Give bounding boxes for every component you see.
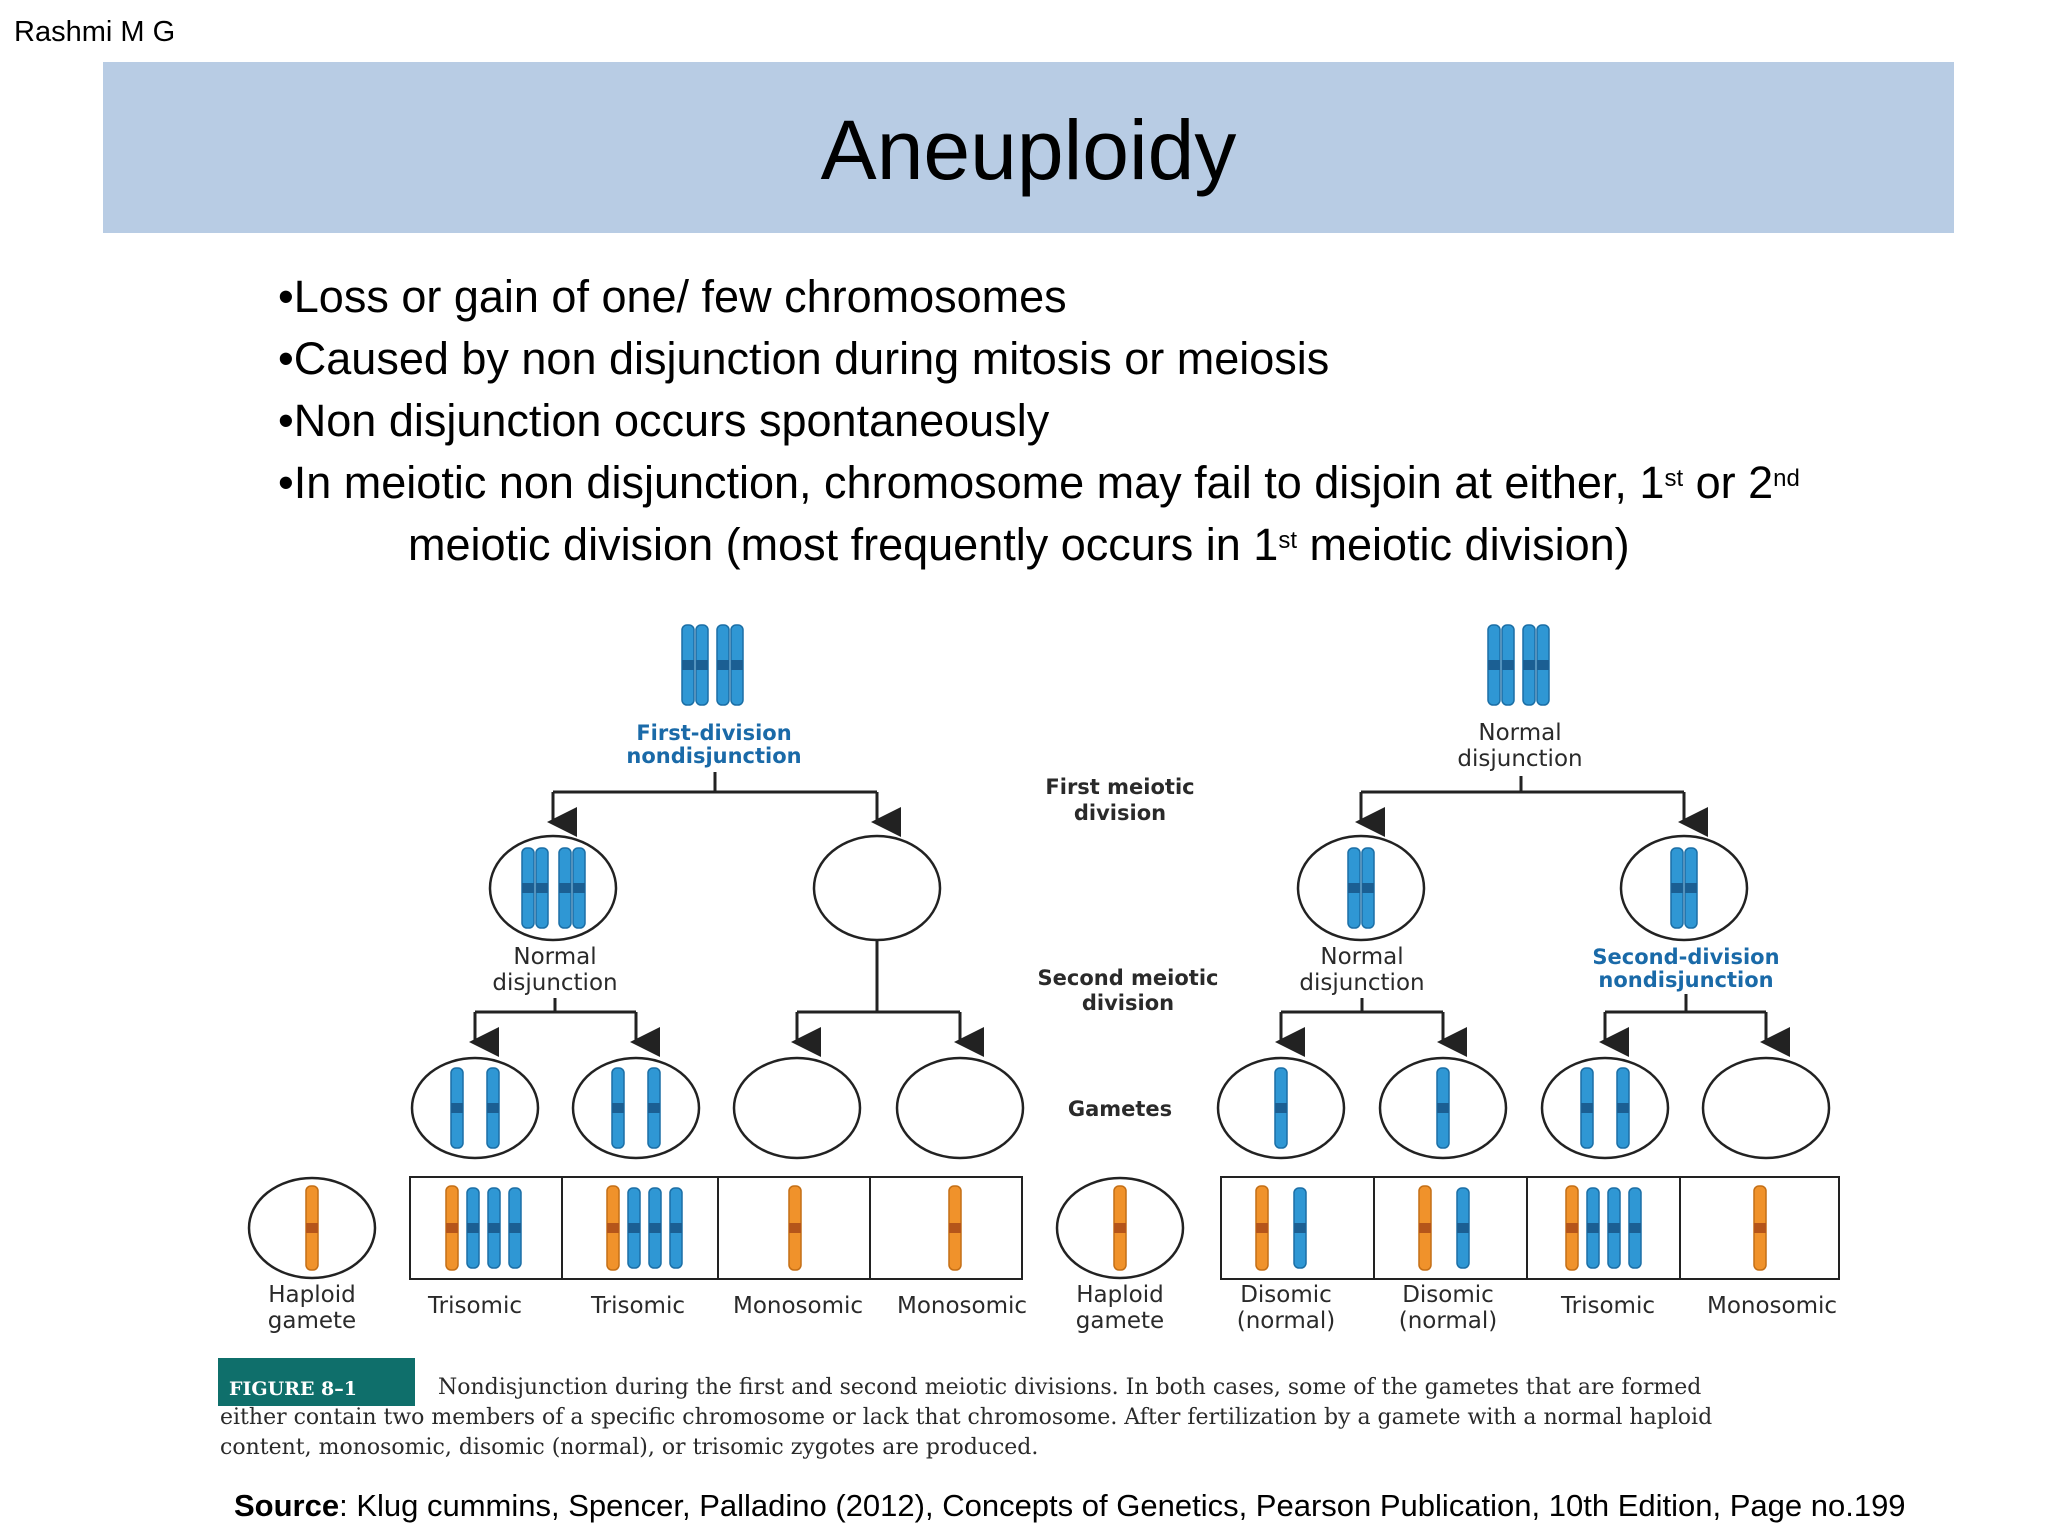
slide-title: Aneuploidy bbox=[820, 103, 1237, 197]
nondisjunction-figure: First-division nondisjunction Normal dis… bbox=[218, 600, 1840, 1460]
first-meiotic-label-1: First meiotic bbox=[1045, 775, 1194, 799]
result-label-right: Disomic bbox=[1402, 1282, 1494, 1308]
source-label: Source bbox=[234, 1488, 340, 1523]
result-label-right: Disomic bbox=[1240, 1282, 1332, 1308]
right-mid-a-label-1: Normal bbox=[1320, 944, 1403, 970]
zygote-boxes-right bbox=[1220, 1176, 1840, 1280]
caption-line-1: Nondisjunction during the first and seco… bbox=[438, 1375, 1701, 1400]
result-label-left: Monosomic bbox=[733, 1293, 863, 1319]
bullet-text: Caused by non disjunction during mitosis… bbox=[293, 333, 1330, 384]
left-title-line2: nondisjunction bbox=[626, 744, 801, 768]
right-title-line1: Normal bbox=[1478, 720, 1561, 746]
left-mid-label-1: Normal bbox=[513, 944, 596, 970]
bullet-list: •Loss or gain of one/ few chromosomes •C… bbox=[278, 266, 2038, 576]
right-mid-b-label-2: nondisjunction bbox=[1598, 968, 1773, 992]
bullet-continuation: meiotic division (most frequently occurs… bbox=[278, 514, 2038, 576]
second-meiotic-label-2: division bbox=[1082, 991, 1174, 1015]
title-band: Aneuploidy bbox=[103, 62, 1954, 233]
gametes-label: Gametes bbox=[1068, 1097, 1172, 1121]
bullet-text: Non disjunction occurs spontaneously bbox=[293, 395, 1050, 446]
cell-left-a bbox=[488, 834, 618, 942]
second-division-connectors bbox=[469, 941, 1790, 1057]
left-title-line1: First-division bbox=[636, 721, 791, 745]
first-division-connectors bbox=[547, 772, 1708, 837]
result-label-right: Trisomic bbox=[1560, 1293, 1655, 1319]
source-text: : Klug cummins, Spencer, Palladino (2012… bbox=[339, 1488, 1906, 1523]
bullet-text: meiotic division (most frequently occurs… bbox=[408, 519, 1279, 570]
left-parent-chromosomes bbox=[682, 625, 743, 705]
result-label-right-sub: (normal) bbox=[1237, 1308, 1336, 1334]
bullet-text: meiotic division) bbox=[1297, 519, 1630, 570]
second-meiotic-label-1: Second meiotic bbox=[1038, 966, 1219, 990]
bullet-text: Loss or gain of one/ few chromosomes bbox=[293, 271, 1067, 322]
cell-right-a bbox=[1296, 834, 1426, 942]
bullet-item: •In meiotic non disjunction, chromosome … bbox=[278, 457, 1800, 508]
haploid-label-right-1: Haploid bbox=[1076, 1282, 1163, 1308]
bullet-item: •Loss or gain of one/ few chromosomes bbox=[278, 271, 1067, 322]
result-label-left: Monosomic bbox=[897, 1293, 1027, 1319]
bullet-text: or 2 bbox=[1683, 457, 1774, 508]
author-name: Rashmi M G bbox=[14, 16, 176, 48]
right-parent-chromosomes bbox=[1488, 625, 1549, 705]
right-title-line2: disjunction bbox=[1457, 746, 1582, 772]
bullet-item: •Non disjunction occurs spontaneously bbox=[278, 395, 1050, 446]
caption-line-3: content, monosomic, disomic (normal), or… bbox=[220, 1435, 1038, 1460]
zygote-boxes-left bbox=[409, 1176, 1023, 1280]
right-mid-a-label-2: disjunction bbox=[1299, 970, 1424, 996]
result-label-right: Monosomic bbox=[1707, 1293, 1837, 1319]
bullet-item: •Caused by non disjunction during mitosi… bbox=[278, 333, 1330, 384]
gamete-row bbox=[410, 1056, 1831, 1160]
left-mid-label-2: disjunction bbox=[492, 970, 617, 996]
result-label-left: Trisomic bbox=[427, 1293, 522, 1319]
haploid-label-left-1: Haploid bbox=[268, 1282, 355, 1308]
haploid-label-left-2: gamete bbox=[268, 1308, 356, 1334]
result-label-left: Trisomic bbox=[590, 1293, 685, 1319]
superscript: nd bbox=[1773, 465, 1800, 492]
superscript: st bbox=[1664, 465, 1684, 492]
caption-line-2: either contain two members of a specific… bbox=[220, 1405, 1712, 1430]
cell-right-b bbox=[1619, 834, 1749, 942]
figure-tag: FIGURE 8–1 bbox=[229, 1378, 357, 1400]
source-citation: Source: Klug cummins, Spencer, Palladino… bbox=[234, 1488, 1906, 1524]
figure-tag-box bbox=[218, 1358, 415, 1406]
superscript: st bbox=[1278, 527, 1298, 554]
bullet-text: In meiotic non disjunction, chromosome m… bbox=[293, 457, 1665, 508]
cell-left-b bbox=[812, 834, 942, 942]
result-label-right-sub: (normal) bbox=[1399, 1308, 1498, 1334]
haploid-label-right-2: gamete bbox=[1076, 1308, 1164, 1334]
first-meiotic-label-2: division bbox=[1074, 801, 1166, 825]
right-mid-b-label-1: Second-division bbox=[1592, 945, 1779, 969]
